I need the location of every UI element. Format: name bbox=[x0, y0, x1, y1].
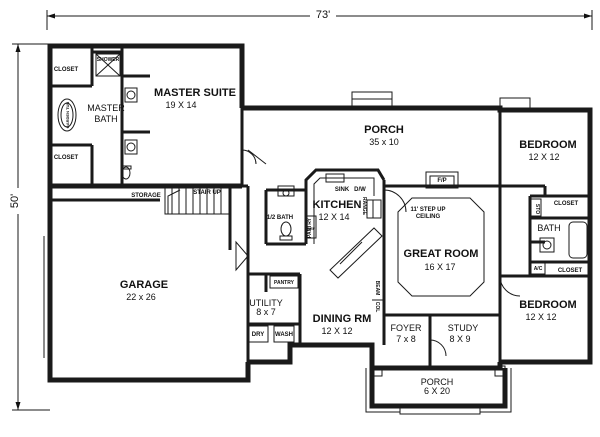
ac-label: A/C bbox=[534, 266, 543, 272]
utility-name: UTILITY bbox=[249, 298, 283, 308]
dimension-width: 73' bbox=[46, 7, 593, 30]
bath-name: BATH bbox=[537, 223, 560, 233]
depth-label: 50' bbox=[9, 194, 21, 208]
great-room-area bbox=[383, 110, 502, 362]
range-label: RANGE bbox=[361, 197, 367, 216]
rear-porch-name: PORCH bbox=[364, 124, 404, 136]
beam-label: BEAM bbox=[374, 281, 380, 296]
closet-label: CLOSET bbox=[54, 155, 79, 161]
master-suite-name: MASTER SUITE bbox=[154, 87, 236, 99]
dryer-label: DRY bbox=[252, 332, 264, 338]
bedroom-1-name: BEDROOM bbox=[519, 139, 576, 151]
shower-label: SHOWER bbox=[97, 57, 120, 63]
foyer-name: FOYER bbox=[390, 323, 422, 333]
bedroom-1-size: 12 X 12 bbox=[528, 152, 559, 162]
great-room-name: GREAT ROOM bbox=[404, 248, 479, 260]
rear-porch-details bbox=[247, 91, 531, 165]
front-porch-size: 6 X 20 bbox=[424, 386, 450, 396]
kitchen-size: 12 X 14 bbox=[318, 212, 349, 222]
master-suite-size: 19 X 14 bbox=[165, 100, 196, 110]
garage-name: GARAGE bbox=[120, 279, 168, 291]
step-up-ceiling-label-1: 11' STEP UP bbox=[410, 207, 445, 213]
kitchen-pantry-label: PANTRY bbox=[307, 217, 313, 238]
utility-pantry-label: PANTRY bbox=[274, 280, 295, 286]
foyer-size: 7 x 8 bbox=[396, 334, 416, 344]
kitchen-name: KITCHEN bbox=[313, 199, 362, 211]
width-label: 73' bbox=[316, 9, 330, 21]
half-bath-label: 1/2 BATH bbox=[267, 215, 293, 221]
stair-up-label: STAIR UP bbox=[193, 190, 221, 196]
dining-size: 12 X 12 bbox=[321, 326, 352, 336]
utility-size: 8 x 7 bbox=[256, 307, 276, 317]
fireplace-label: F/P bbox=[437, 178, 446, 184]
master-suite-interior bbox=[50, 46, 257, 186]
closet-label: CLOSET bbox=[558, 268, 583, 274]
garden-tub-label: GARDEN TUB bbox=[65, 102, 70, 129]
rear-porch-size: 35 x 10 bbox=[369, 137, 399, 147]
great-room-size: 16 X 17 bbox=[424, 262, 455, 272]
storage-label: STORAGE bbox=[131, 193, 161, 199]
master-bath-name-2: BATH bbox=[94, 114, 117, 124]
garage-size: 22 x 26 bbox=[126, 292, 156, 302]
washer-label: WASH bbox=[275, 332, 293, 338]
storage-closet-label: STO bbox=[534, 204, 540, 214]
fridge-label: REF bbox=[307, 226, 316, 231]
utility-area bbox=[247, 272, 302, 345]
bedroom-wing bbox=[499, 184, 590, 297]
dining-name: DINING RM bbox=[313, 313, 372, 325]
exterior-walls bbox=[47, 43, 593, 383]
step-up-ceiling-label-2: CEILING bbox=[416, 214, 441, 220]
closet-label: CLOSET bbox=[54, 67, 79, 73]
foyer-study-area bbox=[372, 299, 500, 368]
master-bath-name-1: MASTER bbox=[87, 103, 125, 113]
sink-label: SINK bbox=[335, 187, 350, 193]
kitchen-area bbox=[264, 168, 386, 345]
front-porch-name: PORCH bbox=[421, 377, 454, 387]
dishwasher-label: D/W bbox=[354, 187, 366, 193]
bedroom-2-name: BEDROOM bbox=[519, 299, 576, 311]
bedroom-2-size: 12 X 12 bbox=[525, 312, 556, 322]
dimension-depth: 50' bbox=[9, 43, 50, 411]
study-size: 8 X 9 bbox=[449, 334, 470, 344]
front-porch-area bbox=[365, 365, 512, 415]
column-label: COL bbox=[374, 302, 380, 313]
study-name: STUDY bbox=[448, 323, 479, 333]
closet-label: CLOSET bbox=[554, 201, 579, 207]
